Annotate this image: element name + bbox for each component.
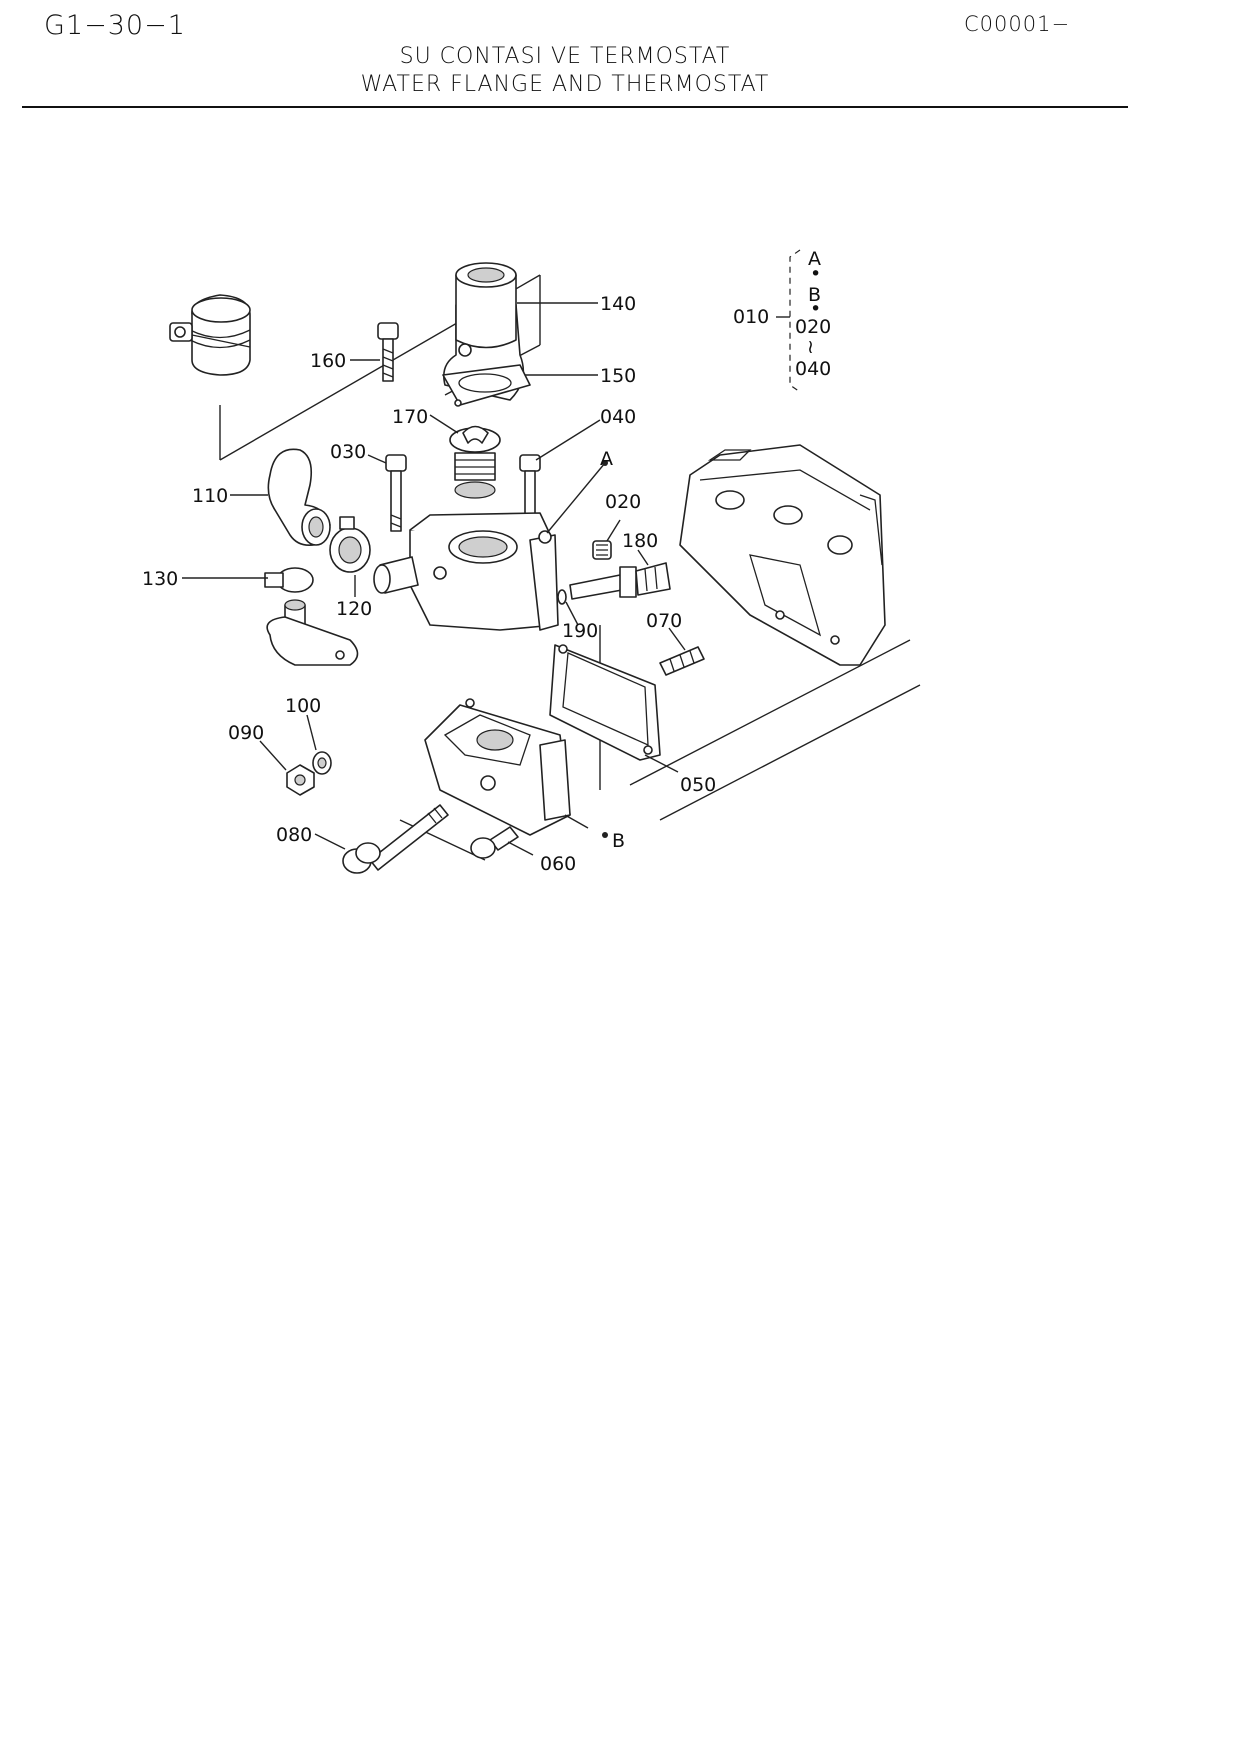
- marker-b: B: [612, 830, 625, 852]
- legend-item: A: [808, 248, 821, 270]
- washer-part-100: [312, 751, 332, 775]
- callout-190: 190: [562, 620, 598, 642]
- gasket-part-150: [442, 364, 531, 407]
- callout-030: 030: [330, 441, 366, 463]
- title-english: WATER FLANGE AND THERMOSTAT: [360, 72, 770, 97]
- bolt-part-060: [470, 826, 519, 859]
- bolt-part-160: [377, 322, 399, 382]
- clamp-part-130: [264, 567, 359, 666]
- o-ring-part-190: [557, 589, 567, 605]
- cylinder-head: [679, 444, 886, 666]
- sensor-part-180: [569, 562, 671, 600]
- callout-070: 070: [646, 610, 682, 632]
- callout-140: 140: [600, 293, 636, 315]
- legend-item: 040: [795, 358, 831, 380]
- callout-170: 170: [392, 406, 428, 428]
- callout-050: 050: [680, 774, 716, 796]
- header-rule: [22, 106, 1128, 108]
- callout-leaders: [182, 302, 686, 856]
- callout-110: 110: [192, 485, 228, 507]
- stud-part-070: [659, 646, 705, 676]
- legend-item: •: [810, 263, 821, 285]
- callout-130: 130: [142, 568, 178, 590]
- reference-code: C00001−: [964, 12, 1071, 36]
- bolt-part-080: [342, 804, 449, 874]
- group-legend: 010 A • B • 020 ≀ 040: [733, 248, 831, 393]
- callout-120: 120: [336, 598, 372, 620]
- nut-part-090: [286, 764, 315, 796]
- plug-part-020: [592, 540, 612, 560]
- thermostat-part-170: [449, 425, 501, 499]
- water-flange: [424, 698, 571, 836]
- callout-040: 040: [600, 406, 636, 428]
- legend-item: ≀: [807, 336, 814, 358]
- legend-item: •: [810, 298, 821, 320]
- hose-part-110: [267, 448, 331, 546]
- legend-group-label: 010: [733, 306, 769, 328]
- callout-labels: 140 150 160 170 040 030 A 110 020 180 13…: [142, 293, 716, 875]
- callout-100: 100: [285, 695, 321, 717]
- bolt-part-030: [385, 454, 407, 532]
- clamp-part-120: [329, 516, 371, 573]
- page-code: G1−30−1: [44, 10, 186, 41]
- callout-180: 180: [622, 530, 658, 552]
- title-turkish: SU CONTASI VE TERMOSTAT: [399, 44, 731, 69]
- thermostat-housing: [373, 512, 559, 631]
- callout-060: 060: [540, 853, 576, 875]
- exploded-parts-diagram: 010 A • B • 020 ≀ 040: [142, 248, 921, 875]
- marker-a: A: [600, 448, 613, 470]
- callout-160: 160: [310, 350, 346, 372]
- callout-090: 090: [228, 722, 264, 744]
- callout-150: 150: [600, 365, 636, 387]
- legend-item: B: [808, 284, 821, 306]
- callout-080: 080: [276, 824, 312, 846]
- gasket-part-050: [549, 644, 661, 761]
- pipe-clamp-assembly: [169, 294, 251, 376]
- legend-item: 020: [795, 316, 831, 338]
- callout-020: 020: [605, 491, 641, 513]
